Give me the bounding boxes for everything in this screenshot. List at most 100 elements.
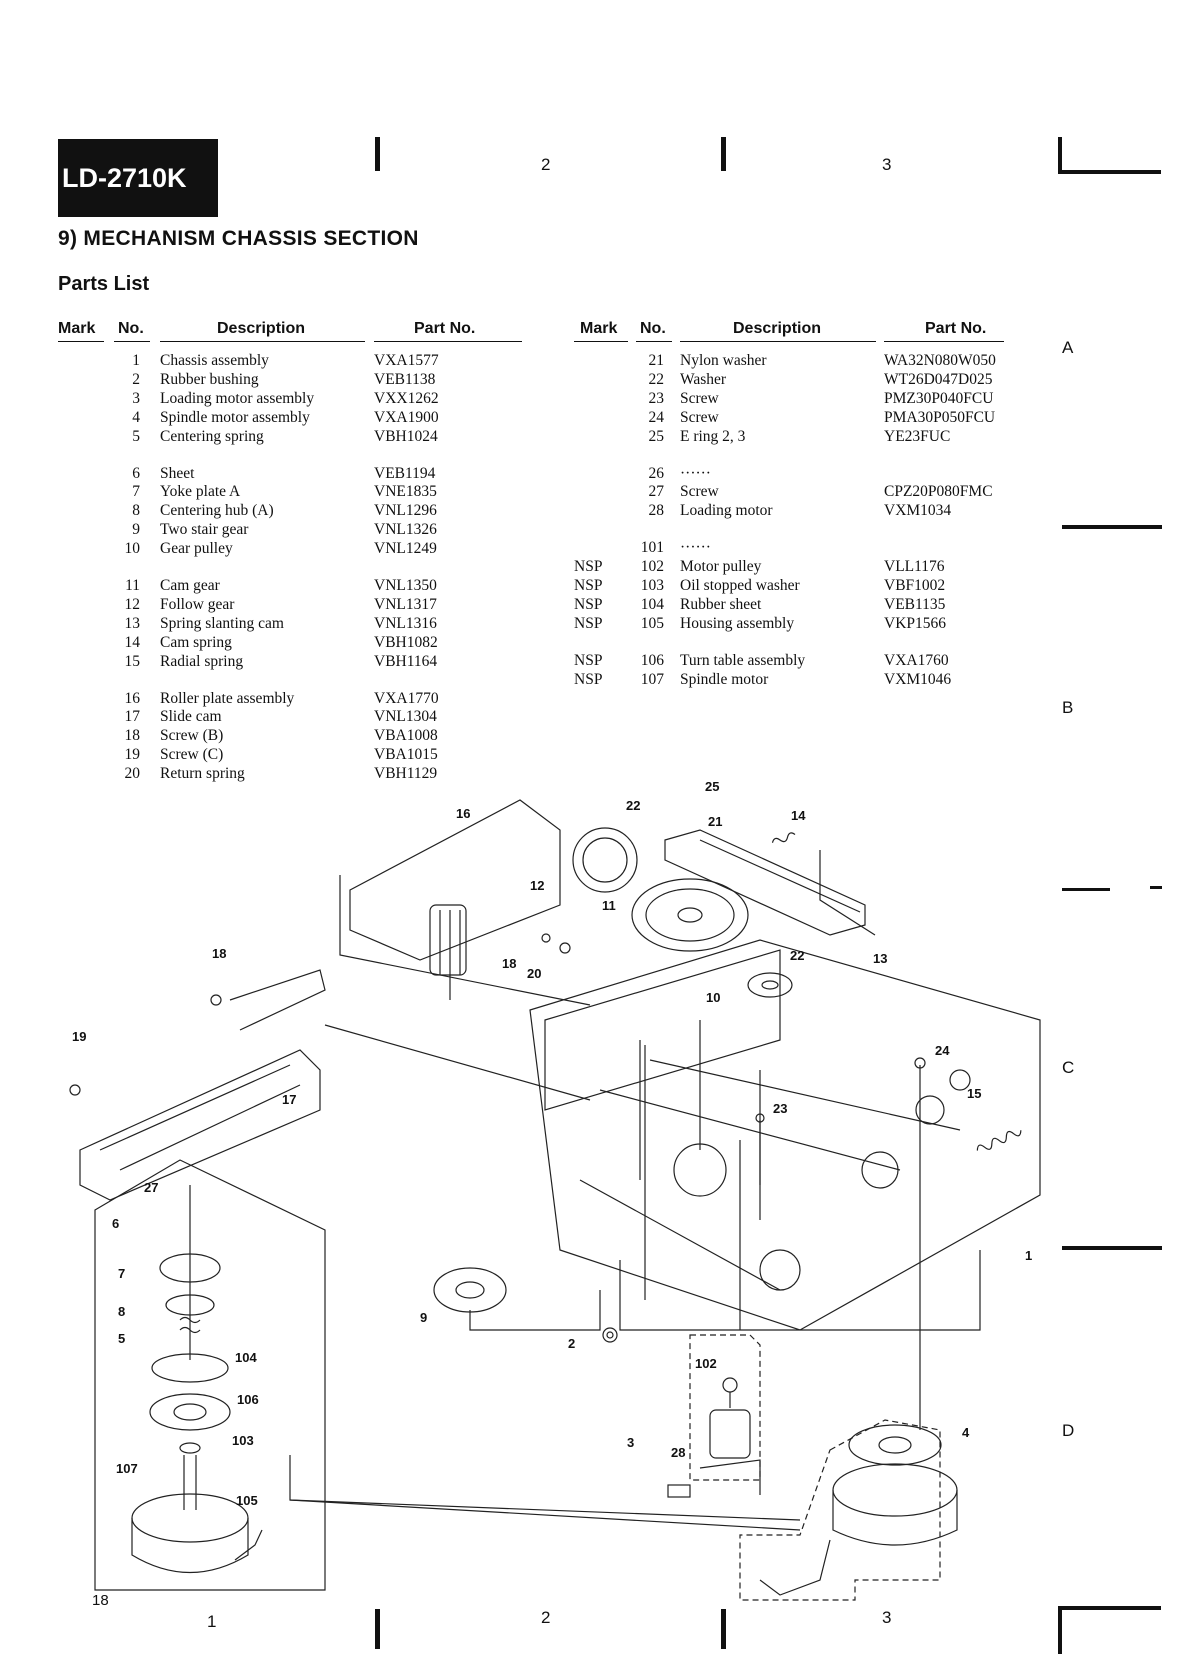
cell-no: 19 (124, 746, 141, 764)
callout-2: 2 (568, 1336, 575, 1351)
cell-no: 8 (132, 502, 140, 520)
callout-20: 20 (527, 966, 541, 981)
model-badge: LD-2710K (58, 139, 218, 217)
cell-desc: Spindle motor assembly (160, 408, 310, 426)
callout-23: 23 (773, 1101, 787, 1116)
col-header-part-no: Part No. (414, 320, 476, 337)
callout-102: 102 (695, 1356, 717, 1371)
slide-cam-shape (79, 1049, 321, 1201)
header-rule (884, 341, 1004, 342)
cell-part: VBH1024 (374, 427, 438, 445)
cell-desc: Turn table assembly (680, 651, 806, 669)
cell-desc: Slide cam (160, 708, 222, 726)
cell-no: 102 (640, 558, 664, 576)
two-stair-gear-shape (433, 1267, 507, 1313)
col-header-mark: Mark (58, 320, 96, 337)
row-letter-a: A (1062, 338, 1074, 357)
cell-no: 3 (132, 389, 140, 407)
cell-desc: Screw (C) (160, 746, 224, 764)
cell-mark: NSP (574, 651, 603, 669)
header-rule (680, 341, 876, 342)
cell-no: 16 (124, 689, 141, 707)
cell-desc: Washer (680, 370, 727, 388)
callout-9: 9 (420, 1310, 427, 1325)
cell-desc: E ring 2, 3 (680, 427, 746, 445)
cell-desc: Roller plate assembly (160, 689, 295, 707)
cell-no: 5 (132, 427, 140, 445)
callout-22: 22 (626, 798, 640, 813)
cell-desc: Centering hub (A) (160, 502, 274, 520)
cell-no: 15 (124, 652, 141, 670)
row-letter-c: C (1062, 1058, 1075, 1077)
cell-part: VXA1900 (374, 408, 439, 426)
cell-desc: Gear pulley (160, 540, 233, 558)
cell-no: 11 (125, 577, 140, 594)
column-number-bottom-2: 2 (541, 1608, 551, 1627)
cell-no: 12 (124, 595, 141, 613)
callout-22b: 22 (790, 948, 804, 963)
spindle-motor-inset (94, 1159, 326, 1591)
follow-gear-shape (572, 827, 638, 893)
cell-no: 106 (640, 651, 664, 669)
cell-no: 104 (640, 595, 664, 613)
cell-no: 9 (132, 521, 140, 539)
row-tick (1062, 1246, 1162, 1250)
callout-13: 13 (873, 951, 887, 966)
cell-no: 107 (640, 670, 664, 688)
cell-part: VNL1296 (374, 502, 437, 520)
cell-mark: NSP (574, 595, 603, 613)
cell-desc: Housing assembly (680, 614, 795, 632)
cell-no: 24 (648, 408, 665, 426)
callout-6: 6 (112, 1216, 119, 1231)
callout-28: 28 (671, 1445, 685, 1460)
cell-no: 20 (124, 765, 141, 783)
cell-part: WT26D047D025 (884, 370, 993, 388)
cell-part: VEB1138 (374, 370, 436, 388)
callout-14: 14 (791, 808, 806, 823)
cell-part: VXM1046 (884, 670, 952, 688)
cell-part: VNL1304 (374, 708, 437, 726)
callout-18b: 18 (502, 956, 516, 971)
cell-desc: Yoke plate A (160, 483, 241, 501)
cell-mark: NSP (574, 577, 603, 594)
col-header-description: Description (217, 320, 306, 337)
callout-5: 5 (118, 1331, 125, 1346)
cell-no: 28 (648, 502, 665, 520)
cell-no: 27 (648, 483, 665, 501)
cell-desc: Two stair gear (160, 521, 249, 539)
cell-no: 105 (640, 614, 664, 632)
header-rule (114, 341, 150, 342)
cell-desc: Nylon washer (680, 352, 767, 369)
callout-15: 15 (967, 1086, 981, 1101)
cell-part: VEB1194 (374, 464, 436, 482)
cell-no: 2 (132, 370, 140, 388)
column-marker (375, 1609, 380, 1649)
callout-16: 16 (456, 806, 470, 821)
header-rule (574, 341, 628, 342)
cell-part: VBH1129 (374, 765, 438, 783)
cell-no: 6 (132, 464, 140, 482)
col-header-description-right: Description (733, 320, 822, 337)
header-rule (636, 341, 672, 342)
cell-no: 26 (648, 464, 665, 482)
column-marker (721, 137, 726, 171)
row-tick (1062, 888, 1110, 891)
column-marker (721, 1609, 726, 1649)
row-tick (1062, 525, 1162, 529)
cam-gear-shape (631, 878, 749, 952)
column-number-bottom-3: 3 (882, 1608, 892, 1627)
cell-part: VXA1760 (884, 651, 949, 669)
callout-27: 27 (144, 1180, 158, 1195)
cell-desc: ······ (680, 539, 711, 557)
cell-no: 14 (124, 633, 141, 651)
callout-107: 107 (116, 1461, 138, 1476)
cell-part: VBH1082 (374, 633, 438, 651)
callout-105: 105 (236, 1493, 258, 1508)
cell-desc: Radial spring (160, 652, 244, 670)
header-rule (160, 341, 365, 342)
row-tick (1150, 886, 1162, 889)
cell-desc: Screw (680, 408, 719, 426)
section-title: 9) MECHANISM CHASSIS SECTION (58, 227, 419, 250)
column-number-bottom-1: 1 (207, 1612, 217, 1631)
